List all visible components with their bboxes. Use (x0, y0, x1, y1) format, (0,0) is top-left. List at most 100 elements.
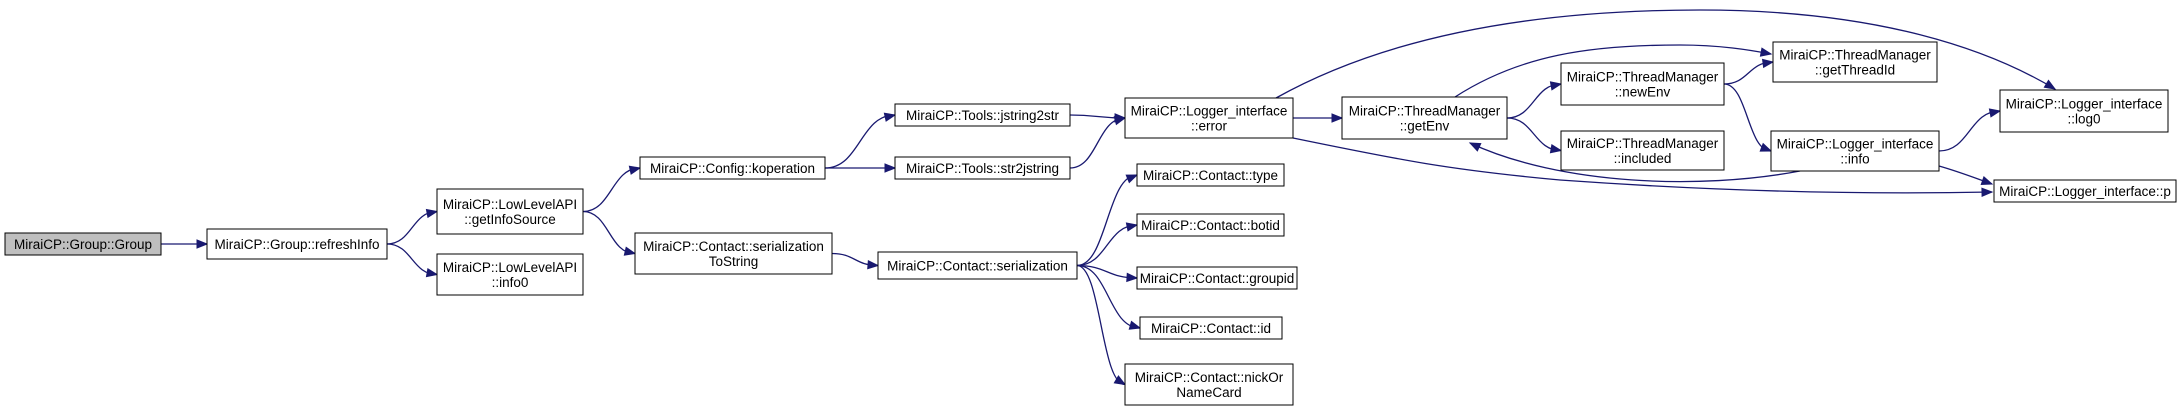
node-label-line: MiraiCP::Contact::id (1151, 321, 1271, 336)
node-contact-groupid[interactable]: MiraiCP::Contact::groupid (1136, 266, 1298, 290)
node-label-line: MiraiCP::Logger_interface (1131, 104, 1288, 119)
edge-get-env-to-get-thread-id (1454, 44, 1773, 98)
node-label-line: MiraiCP::Group::refreshInfo (214, 237, 379, 252)
node-label-line: MiraiCP::ThreadManager (1567, 136, 1719, 151)
node-refresh-info[interactable]: MiraiCP::Group::refreshInfo (206, 228, 388, 260)
node-label-line: ToString (709, 254, 759, 269)
node-included[interactable]: MiraiCP::ThreadManager::included (1560, 130, 1725, 171)
node-logger-error[interactable]: MiraiCP::Logger_interface::error (1124, 97, 1294, 139)
call-nodes: MiraiCP::Group::Group MiraiCP::Group::ref… (4, 41, 2177, 406)
node-koperation[interactable]: MiraiCP::Config::koperation (639, 156, 826, 180)
node-label-line: ::getInfoSource (464, 212, 556, 227)
edge-get-info-source-to-serialization-tostring (582, 210, 637, 256)
node-get-info-source[interactable]: MiraiCP::LowLevelAPI::getInfoSource (436, 188, 584, 235)
node-box (894, 103, 1071, 127)
node-box (206, 228, 388, 260)
node-label-line: MiraiCP::ThreadManager (1567, 70, 1719, 85)
call-edges (161, 9, 2057, 386)
node-label-line: MiraiCP::Group::Group (14, 237, 152, 252)
node-label-line: MiraiCP::Contact::botid (1141, 218, 1280, 233)
node-contact-id[interactable]: MiraiCP::Contact::id (1139, 316, 1283, 340)
node-label-line: ::getThreadId (1815, 63, 1895, 78)
node-box (1136, 163, 1285, 187)
node-label-line: MiraiCP::ThreadManager (1349, 104, 1501, 119)
edge-logger-info-to-get-env (1468, 142, 1801, 183)
node-str2jstring[interactable]: MiraiCP::Tools::str2jstring (894, 156, 1071, 180)
node-logger-log0[interactable]: MiraiCP::Logger_interface::log0 (1999, 89, 2169, 133)
node-group-group[interactable]: MiraiCP::Group::Group (4, 232, 162, 256)
node-serialization[interactable]: MiraiCP::Contact::serialization (877, 251, 1078, 280)
node-label-line: MiraiCP::Contact::type (1143, 168, 1278, 183)
node-label-line: ::newEnv (1615, 85, 1671, 100)
node-box (1770, 130, 1940, 172)
edge-koperation-to-str2jstring (825, 163, 897, 173)
node-label-line: MiraiCP::Contact::serialization (643, 239, 824, 254)
node-box (1124, 97, 1294, 139)
node-box (4, 232, 162, 256)
node-label-line: MiraiCP::Logger_interface (2006, 97, 2163, 112)
node-label-line: MiraiCP::Contact::nickOr (1135, 370, 1284, 385)
node-contact-type[interactable]: MiraiCP::Contact::type (1136, 163, 1285, 187)
edge-str2jstring-to-logger-error (1069, 116, 1127, 169)
node-box (1139, 316, 1283, 340)
edge-refresh-info-to-get-info-source (386, 208, 439, 245)
edge-logger-error-to-logger-p (1292, 137, 1994, 197)
node-label-line: ::error (1191, 119, 1228, 134)
edge-serialization-tostring-to-serialization (831, 252, 880, 270)
node-box (634, 232, 833, 275)
edge-serialization-to-contact-botid (1076, 222, 1139, 267)
node-box (894, 156, 1071, 180)
edge-logger-info-to-logger-log0 (1938, 108, 2002, 152)
edge-get-env-to-new-env (1506, 81, 1563, 119)
node-logger-info[interactable]: MiraiCP::Logger_interface::info (1770, 130, 1940, 172)
node-box (1772, 41, 1938, 83)
node-box (1999, 89, 2169, 133)
node-label-line: MiraiCP::ThreadManager (1779, 48, 1931, 63)
node-box (1124, 363, 1294, 406)
node-box (436, 188, 584, 235)
node-label-line: ::info0 (492, 275, 529, 290)
node-logger-p[interactable]: MiraiCP::Logger_interface::p (1993, 179, 2177, 203)
edge-serialization-to-contact-type (1076, 174, 1139, 267)
node-label-line: MiraiCP::Config::koperation (650, 161, 815, 176)
edge-logger-error-to-logger-log0 (1275, 9, 2057, 99)
node-box (639, 156, 826, 180)
node-label-line: MiraiCP::Tools::str2jstring (906, 161, 1059, 176)
node-box (1136, 266, 1298, 290)
node-box (1993, 179, 2177, 203)
node-label-line: MiraiCP::Logger_interface::p (1999, 184, 2171, 199)
edge-koperation-to-jstring2str (824, 112, 897, 169)
node-box (1341, 96, 1508, 140)
node-new-env[interactable]: MiraiCP::ThreadManager::newEnv (1560, 62, 1725, 106)
node-label-line: MiraiCP::Logger_interface (1777, 137, 1934, 152)
edge-serialization-to-contact-id (1076, 264, 1142, 330)
edge-get-info-source-to-koperation (582, 165, 642, 213)
node-info0[interactable]: MiraiCP::LowLevelAPI::info0 (436, 253, 584, 296)
node-label-line: ::info (1840, 152, 1869, 167)
node-contact-botid[interactable]: MiraiCP::Contact::botid (1136, 213, 1285, 237)
node-label-line: ::included (1614, 151, 1672, 166)
edge-logger-error-to-get-env (1293, 113, 1344, 123)
edge-serialization-to-contact-nickornamecard (1076, 264, 1127, 386)
node-box (1560, 62, 1725, 106)
node-label-line: ::getEnv (1400, 119, 1450, 134)
edge-new-env-to-get-thread-id (1723, 58, 1775, 85)
node-get-env[interactable]: MiraiCP::ThreadManager::getEnv (1341, 96, 1508, 140)
node-jstring2str[interactable]: MiraiCP::Tools::jstring2str (894, 103, 1071, 127)
node-box (1560, 130, 1725, 171)
node-label-line: ::log0 (2067, 112, 2100, 127)
node-box (877, 251, 1078, 280)
edge-logger-info-to-logger-p (1938, 165, 1994, 185)
edge-new-env-to-logger-info (1723, 83, 1773, 152)
node-box (1136, 213, 1285, 237)
edge-get-env-to-included (1506, 117, 1563, 154)
node-label-line: MiraiCP::LowLevelAPI (443, 260, 577, 275)
edge-group-group-to-refresh-info (161, 239, 209, 249)
node-get-thread-id[interactable]: MiraiCP::ThreadManager::getThreadId (1772, 41, 1938, 83)
edge-serialization-to-contact-groupid (1076, 264, 1139, 283)
node-label-line: MiraiCP::Contact::groupid (1140, 271, 1295, 286)
node-label-line: NameCard (1176, 385, 1241, 400)
